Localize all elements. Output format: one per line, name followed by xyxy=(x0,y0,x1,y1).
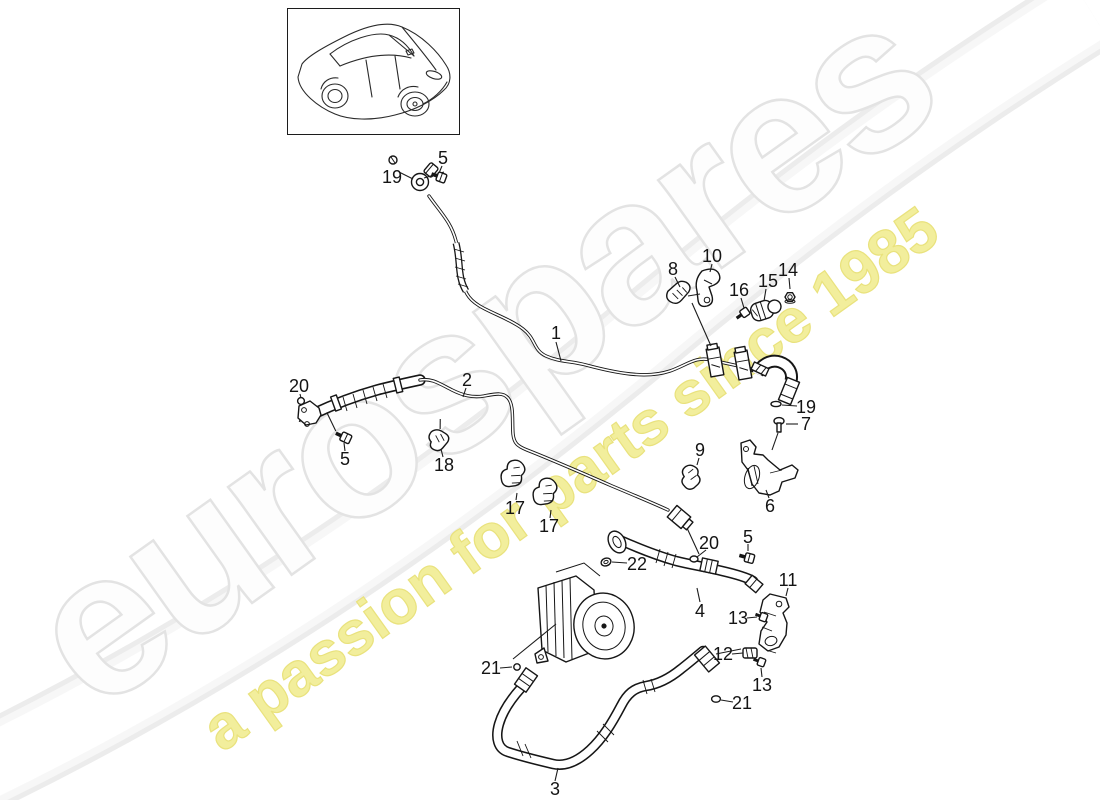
callout-18[interactable]: 18 xyxy=(433,455,455,475)
callout-leader-18 xyxy=(440,448,444,458)
callout-13[interactable]: 13 xyxy=(727,608,749,628)
bolt-13-lower xyxy=(752,656,767,668)
service-valve-b xyxy=(733,345,753,381)
callout-6[interactable]: 6 xyxy=(764,496,776,516)
ac-hose-3 xyxy=(492,645,742,770)
callout-leader-11 xyxy=(785,587,789,597)
callout-16[interactable]: 16 xyxy=(728,280,750,300)
callout-leader-20 xyxy=(299,393,302,399)
callout-leader-8 xyxy=(674,276,681,288)
callout-20[interactable]: 20 xyxy=(288,376,310,396)
callout-17[interactable]: 17 xyxy=(504,498,526,518)
hose-4-ticks xyxy=(655,548,677,569)
callout-leader-9 xyxy=(696,457,700,466)
sensor-15 xyxy=(749,299,782,322)
callout-17[interactable]: 17 xyxy=(538,516,560,536)
ac-hose-4 xyxy=(600,530,764,594)
sleeve-ticks xyxy=(453,248,469,288)
clip-17-b xyxy=(532,477,558,506)
service-valve-a xyxy=(705,342,725,378)
callout-4[interactable]: 4 xyxy=(694,601,706,621)
hose-3-ticks xyxy=(516,678,656,759)
hose-2-ticks xyxy=(342,383,388,412)
vehicle-line-drawing xyxy=(297,23,451,120)
callout-9[interactable]: 9 xyxy=(694,440,706,460)
callout-1[interactable]: 1 xyxy=(550,323,562,343)
callout-leader-1 xyxy=(555,341,562,362)
callout-leader-13 xyxy=(746,616,758,619)
bolt-7 xyxy=(771,416,785,451)
bolt-5-left xyxy=(326,412,353,445)
callout-leader-13 xyxy=(760,667,763,678)
callout-leader-20 xyxy=(696,549,707,558)
callout-leader-22 xyxy=(611,561,628,564)
callout-leader-19 xyxy=(398,171,414,180)
bolt-13-upper xyxy=(754,611,769,623)
callout-13[interactable]: 13 xyxy=(751,675,773,695)
callout-leader-14 xyxy=(788,277,791,290)
callout-11[interactable]: 11 xyxy=(778,570,798,590)
callout-21[interactable]: 21 xyxy=(731,693,753,713)
bracket-6 xyxy=(740,439,799,496)
callout-leader-21 xyxy=(499,666,513,669)
nut-14 xyxy=(784,292,796,304)
callout-leader-21 xyxy=(720,699,734,703)
callout-leader-19 xyxy=(781,404,798,407)
ac-hose-2 xyxy=(296,374,700,555)
callout-leader-17 xyxy=(549,509,552,519)
callout-7[interactable]: 7 xyxy=(800,414,812,434)
callout-leader-12 xyxy=(731,652,744,655)
callout-leader-15 xyxy=(763,288,767,302)
callout-5[interactable]: 5 xyxy=(339,449,351,469)
bolt-16 xyxy=(735,306,751,320)
callout-leader-2 xyxy=(462,387,467,398)
hose-4-end-tip xyxy=(744,574,764,594)
callout-leader-3 xyxy=(554,767,559,782)
callout-leader-5 xyxy=(343,442,346,452)
clip-9 xyxy=(681,464,701,490)
bolt-5-top xyxy=(430,171,448,184)
clip-18 xyxy=(428,418,450,452)
callout-12[interactable]: 12 xyxy=(712,644,734,664)
callout-leader-6 xyxy=(765,489,770,499)
compressor xyxy=(512,562,635,664)
bracket-10 xyxy=(687,268,721,347)
callout-leader-16 xyxy=(740,297,745,309)
clip-8 xyxy=(666,280,691,305)
callout-19[interactable]: 19 xyxy=(381,167,403,187)
callout-19[interactable]: 19 xyxy=(795,397,817,417)
callout-21[interactable]: 21 xyxy=(480,658,502,678)
callout-2[interactable]: 2 xyxy=(461,370,473,390)
clip-12 xyxy=(742,647,758,659)
callout-leader-4 xyxy=(696,587,701,603)
callout-leader-5 xyxy=(438,165,443,174)
callout-14[interactable]: 14 xyxy=(777,260,799,280)
ac-line-1 xyxy=(427,194,759,377)
callout-3[interactable]: 3 xyxy=(549,779,561,799)
elbow-fitting xyxy=(750,354,801,408)
bolt-5-right xyxy=(738,552,756,565)
hose-3-left-fitting xyxy=(513,667,539,693)
callout-10[interactable]: 10 xyxy=(701,246,723,266)
callout-20[interactable]: 20 xyxy=(698,533,720,553)
callout-5[interactable]: 5 xyxy=(437,148,449,168)
clip-17-a xyxy=(500,459,526,488)
callout-5[interactable]: 5 xyxy=(742,527,754,547)
callout-leader-17 xyxy=(515,492,518,501)
hose-3-right-fitting xyxy=(693,645,721,673)
callout-22[interactable]: 22 xyxy=(626,554,648,574)
callout-15[interactable]: 15 xyxy=(757,271,779,291)
callout-leader-10 xyxy=(709,263,713,273)
hose-2-end-fitting xyxy=(666,504,694,531)
vehicle-thumbnail-box xyxy=(287,8,460,135)
callout-8[interactable]: 8 xyxy=(667,259,679,279)
